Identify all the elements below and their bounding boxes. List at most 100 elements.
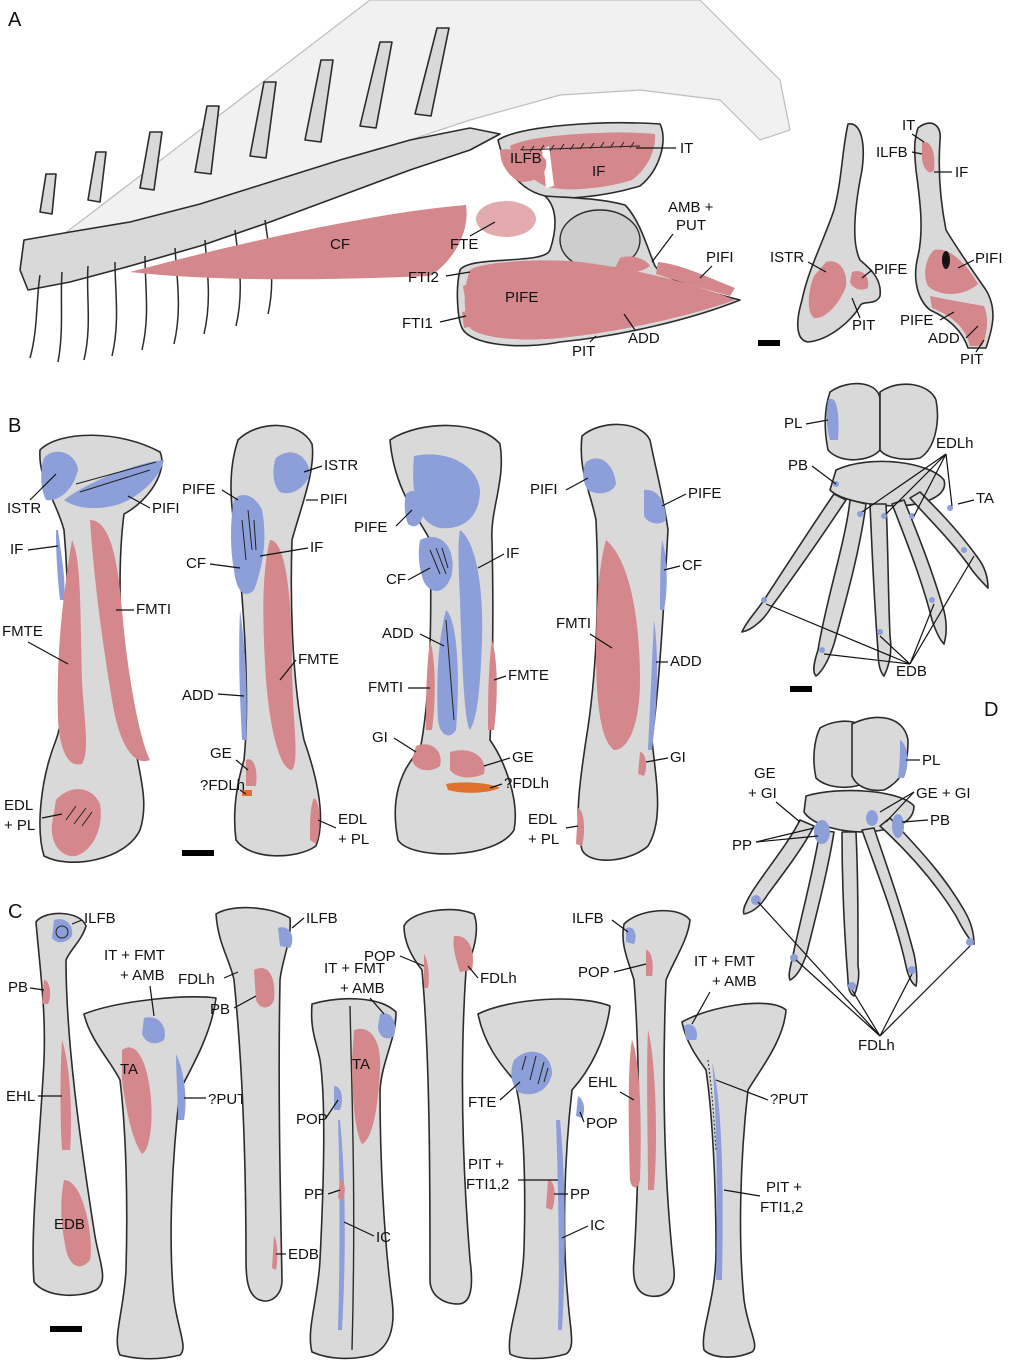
label-amb-put-2: PUT <box>676 217 706 234</box>
label-a2-istr: ISTR <box>770 249 804 266</box>
label-b3-add: ADD <box>382 625 414 642</box>
label-a3-if: IF <box>955 164 968 181</box>
fibula-1: ILFB PB EHL EDB <box>6 910 116 1295</box>
label-b1-pifi: PIFI <box>152 500 180 517</box>
label-c7-pop: POP <box>578 964 610 981</box>
label-c5-pop: POP <box>364 948 396 965</box>
panel-a: A <box>8 0 1003 368</box>
label-c8-pit-1: PIT + <box>766 1179 802 1196</box>
label-b4-add: ADD <box>670 653 702 670</box>
scale-bar-a <box>758 340 780 346</box>
label-c7-ilfb: ILFB <box>572 910 604 927</box>
label-b4-pife: PIFE <box>688 485 721 502</box>
label-add: ADD <box>628 330 660 347</box>
label-fti1: FTI1 <box>402 315 433 332</box>
label-b1-edl-2: + PL <box>4 817 35 834</box>
label-d-gegi-2: + GI <box>748 785 777 802</box>
label-b1-istr: ISTR <box>7 500 41 517</box>
label-c6-pp: PP <box>570 1186 590 1203</box>
label-b2-pifi: PIFI <box>320 491 348 508</box>
label-p-ta: TA <box>976 490 994 507</box>
label-b2-istr: ISTR <box>324 457 358 474</box>
label-p-pl: PL <box>784 415 802 432</box>
label-pife: PIFE <box>505 289 538 306</box>
label-c3-edb: EDB <box>288 1246 319 1263</box>
label-b4-edl-2: + PL <box>528 831 559 848</box>
label-a3-add: ADD <box>928 330 960 347</box>
label-d-pp: PP <box>732 837 752 854</box>
label-b2-edl-2: + PL <box>338 831 369 848</box>
label-c8-put: ?PUT <box>770 1091 808 1108</box>
label-b1-fmte: FMTE <box>2 623 43 640</box>
label-d-fdlh: FDLh <box>858 1037 895 1054</box>
label-c4-pop: POP <box>296 1111 328 1128</box>
tibia-4: IT + FMT + AMB ?PUT PIT + FTI1,2 <box>682 953 808 1357</box>
label-b2-ge: GE <box>210 745 232 762</box>
label-a3-it: IT <box>902 117 915 134</box>
label-c6-pop: POP <box>586 1115 618 1132</box>
label-a3-pit: PIT <box>960 351 983 368</box>
pes-dorsal: PL PB EDLh TA EDB <box>742 384 994 692</box>
label-c1-ilfb: ILFB <box>84 910 116 927</box>
femur-3: PIFE CF IF ADD FMTI FMTE GI GE ?FDLh <box>354 425 549 853</box>
label-b3-cf: CF <box>386 571 406 588</box>
panel-d: D PL GE + GI GE + GI PB PP FDLh <box>732 699 998 1054</box>
label-b1-if: IF <box>10 541 23 558</box>
femur-1: ISTR PIFI IF FMTI FMTE EDL + PL <box>2 435 180 862</box>
label-ilfb: ILFB <box>510 150 542 167</box>
label-c3-pb: PB <box>210 1001 230 1018</box>
fte-muscle <box>476 201 536 237</box>
fibula-2: ILFB FDLh PB EDB <box>178 908 338 1301</box>
label-b2-edl-1: EDL <box>338 811 367 828</box>
label-b3-pife: PIFE <box>354 519 387 536</box>
label-p-pb: PB <box>788 457 808 474</box>
label-c3-ilfb: ILFB <box>306 910 338 927</box>
label-c6-pit-1: PIT + <box>468 1156 504 1173</box>
label-b2-fmte: FMTE <box>298 651 339 668</box>
panel-b-letter: B <box>8 415 21 437</box>
panel-c-letter: C <box>8 901 22 923</box>
label-a2-pife: PIFE <box>874 261 907 278</box>
label-b2-pife: PIFE <box>182 481 215 498</box>
label-amb-put-1: AMB + <box>668 199 714 216</box>
tibia-fibula-articulated: IT + FMT + AMB TA POP PP IC <box>296 960 396 1358</box>
label-b1-edl-1: EDL <box>4 797 33 814</box>
label-b3-fmti: FMTI <box>368 679 403 696</box>
fibula-4: ILFB POP EHL <box>572 910 690 1296</box>
label-c1-pb: PB <box>8 979 28 996</box>
label-b4-edl-1: EDL <box>528 811 557 828</box>
label-p-edb: EDB <box>896 663 927 680</box>
label-c1-ehl: EHL <box>6 1088 35 1105</box>
femur-4: PIFI PIFE CF FMTI ADD GI EDL + PL <box>528 424 721 860</box>
label-b2-cf: CF <box>186 555 206 572</box>
panel-a-letter: A <box>8 9 22 31</box>
label-c1-edb: EDB <box>54 1216 85 1233</box>
label-a3-ilfb: ILFB <box>876 144 908 161</box>
label-fte: FTE <box>450 236 478 253</box>
label-b2-fdlh: ?FDLh <box>200 777 245 794</box>
label-pifi: PIFI <box>706 249 734 266</box>
label-c6-fte: FTE <box>468 1094 496 1111</box>
label-c4-ic: IC <box>376 1229 391 1246</box>
label-c2-itfmt-2: + AMB <box>120 967 165 984</box>
label-d-gegi-r: GE + GI <box>916 785 971 802</box>
label-b4-pifi: PIFI <box>530 481 558 498</box>
label-b3-fdlh: ?FDLh <box>504 775 549 792</box>
label-b3-if: IF <box>506 545 519 562</box>
panel-c: C ILFB PB EHL EDB IT + FMT + AMB <box>6 901 808 1359</box>
label-b4-cf: CF <box>682 557 702 574</box>
label-b3-ge: GE <box>512 749 534 766</box>
label-c3-fdlh: FDLh <box>178 971 215 988</box>
label-b3-gi: GI <box>372 729 388 746</box>
label-c7-ehl: EHL <box>588 1074 617 1091</box>
label-b2-add: ADD <box>182 687 214 704</box>
label-a2-pit: PIT <box>852 317 875 334</box>
label-c2-put: ?PUT <box>208 1091 246 1108</box>
scale-bar-c <box>50 1326 82 1332</box>
label-c4-ta: TA <box>352 1056 370 1073</box>
label-c4-itfmt-2: + AMB <box>340 980 385 997</box>
label-pit: PIT <box>572 343 595 360</box>
label-a3-pifi: PIFI <box>975 250 1003 267</box>
scale-bar-b <box>182 850 214 856</box>
